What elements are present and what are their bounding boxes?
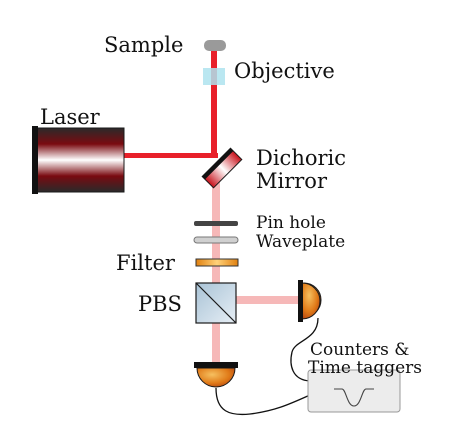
- objective-label: Objective: [234, 59, 335, 83]
- counter-dip-icon: [334, 388, 374, 407]
- cable-bottom: [215, 387, 311, 416]
- detector-right: [298, 280, 322, 322]
- waveplate: [193, 236, 239, 244]
- dichroic-label-line1: Dichoric: [256, 146, 346, 170]
- pbs: [195, 282, 237, 324]
- excitation-beam-horizontal: [122, 153, 218, 158]
- filter: [195, 258, 239, 267]
- counters-label-line1: Counters &: [310, 340, 409, 360]
- pinhole: [194, 221, 238, 226]
- sample: [204, 40, 226, 51]
- objective: [203, 68, 225, 85]
- cable-right: [290, 317, 319, 382]
- emission-beam-horizontal: [216, 296, 302, 304]
- detector-bottom: [194, 362, 238, 388]
- laser-end-cap: [32, 126, 38, 194]
- laser: [32, 126, 125, 194]
- filter-label: Filter: [116, 251, 176, 275]
- dichroic-mirror: [201, 147, 243, 189]
- pbs-label: PBS: [138, 292, 182, 316]
- counter-box: [307, 369, 401, 413]
- laser-body: [35, 127, 125, 193]
- excitation-beam-vertical: [211, 48, 217, 158]
- waveplate-label: Waveplate: [256, 232, 345, 252]
- emission-beam-vertical: [212, 178, 220, 376]
- dichroic-label-line2: Mirror: [256, 169, 328, 193]
- laser-label: Laser: [40, 105, 101, 129]
- counters-label-line2: Time taggers: [308, 358, 422, 378]
- pinhole-label: Pin hole: [256, 213, 326, 233]
- sample-label: Sample: [104, 33, 183, 57]
